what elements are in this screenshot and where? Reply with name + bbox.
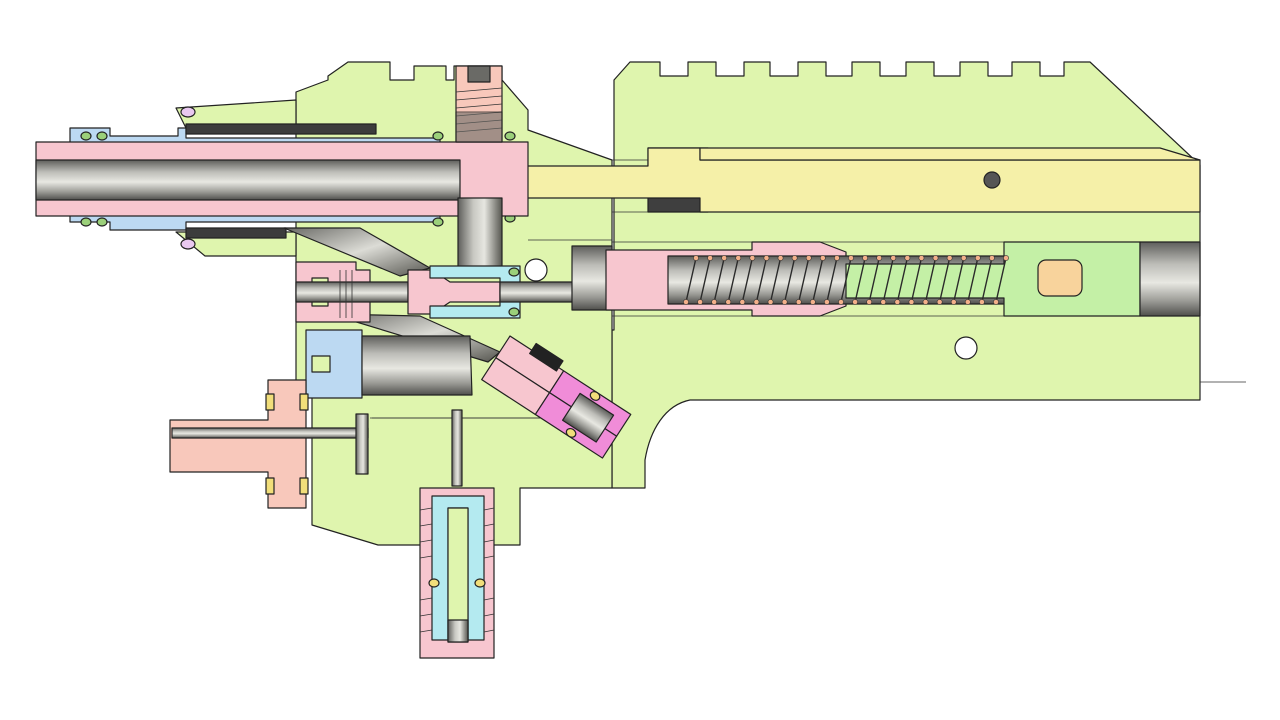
spring-coil-section [693, 255, 699, 261]
spring-coil-section [767, 299, 774, 305]
spring-coil-section [946, 255, 953, 261]
spring-coil-section [960, 255, 967, 261]
spring-coil [953, 257, 965, 303]
spring-coil-section [781, 299, 788, 305]
spring-coil-section [725, 299, 732, 305]
blue-plug [305, 329, 473, 399]
spring-coil-section [777, 255, 784, 261]
spring-coil-section [950, 299, 957, 305]
spring-coil-section [753, 299, 760, 305]
spring-coil-section [809, 299, 816, 305]
spring-coil-section [852, 299, 858, 305]
spring-coil-section [795, 299, 802, 305]
spring-coil [981, 257, 993, 303]
spring-coil-section [819, 255, 826, 261]
sliding-block [457, 147, 1201, 213]
spring-coil [826, 257, 838, 303]
spring-coil-section [862, 255, 868, 261]
spring-coil-section [805, 255, 812, 261]
spring-coil [812, 257, 824, 303]
spring-coil [896, 257, 909, 303]
spring-coil-section [989, 255, 995, 261]
spring-coil-section [683, 299, 689, 305]
spring-coil-section [993, 299, 999, 305]
spring-coil-section [908, 299, 915, 305]
spring-coil [938, 257, 951, 303]
spring-coil [755, 257, 768, 303]
spring-coil [685, 257, 697, 303]
spring-coil [910, 257, 923, 303]
angled-valve [481, 335, 632, 459]
spring-coil-section [838, 299, 844, 305]
spring-coil-section [848, 255, 854, 261]
spring-coil [783, 257, 796, 303]
bottom-fitting [419, 487, 495, 659]
spring-coil-section [834, 255, 840, 261]
spring-coil-section [824, 299, 830, 305]
spring-coil [967, 257, 979, 303]
spring-coil-section [936, 299, 943, 305]
side-inlet-fitting [169, 379, 369, 509]
spring-coil [868, 257, 880, 303]
spring-coil-section [711, 299, 718, 305]
spring-coil-section [979, 299, 985, 305]
spring-coil [713, 257, 725, 303]
compression-spring [683, 255, 1009, 305]
top-screw [455, 65, 503, 143]
spring-coil-section [932, 255, 939, 261]
spring-coil [854, 257, 866, 303]
spring-coil [727, 257, 739, 303]
spring-coil-section [894, 299, 901, 305]
poppet-valve [295, 258, 575, 323]
spring-coil-section [866, 299, 873, 305]
spring-coil-section [974, 255, 981, 261]
spring-coil-section [721, 255, 728, 261]
spring-coil [798, 257, 810, 303]
spring-coil-section [964, 299, 971, 305]
mount-hole [954, 336, 978, 360]
spring-coil-section [904, 255, 911, 261]
spring-coil-section [707, 255, 713, 261]
vertical-port [457, 197, 503, 273]
spring-coil [924, 257, 937, 303]
spring-coil-section [735, 255, 742, 261]
spring-coil-section [739, 299, 746, 305]
spring-coil [995, 257, 1007, 303]
spring-coil [741, 257, 754, 303]
spring-coil-section [749, 255, 756, 261]
spring-coil [769, 257, 782, 303]
spring-coil [882, 257, 894, 303]
spring-coil-section [890, 255, 897, 261]
spring-coil-section [918, 255, 925, 261]
spring-coil-section [763, 255, 770, 261]
spring-coil-section [922, 299, 929, 305]
spring-coil-section [880, 299, 887, 305]
spring-coil-section [791, 255, 798, 261]
spring-coil-section [876, 255, 883, 261]
spring-coil-section [1003, 255, 1009, 261]
spring-coil [840, 257, 852, 303]
spring-coil-section [697, 299, 703, 305]
spring-coil [699, 257, 711, 303]
barrel-tube [35, 141, 529, 217]
